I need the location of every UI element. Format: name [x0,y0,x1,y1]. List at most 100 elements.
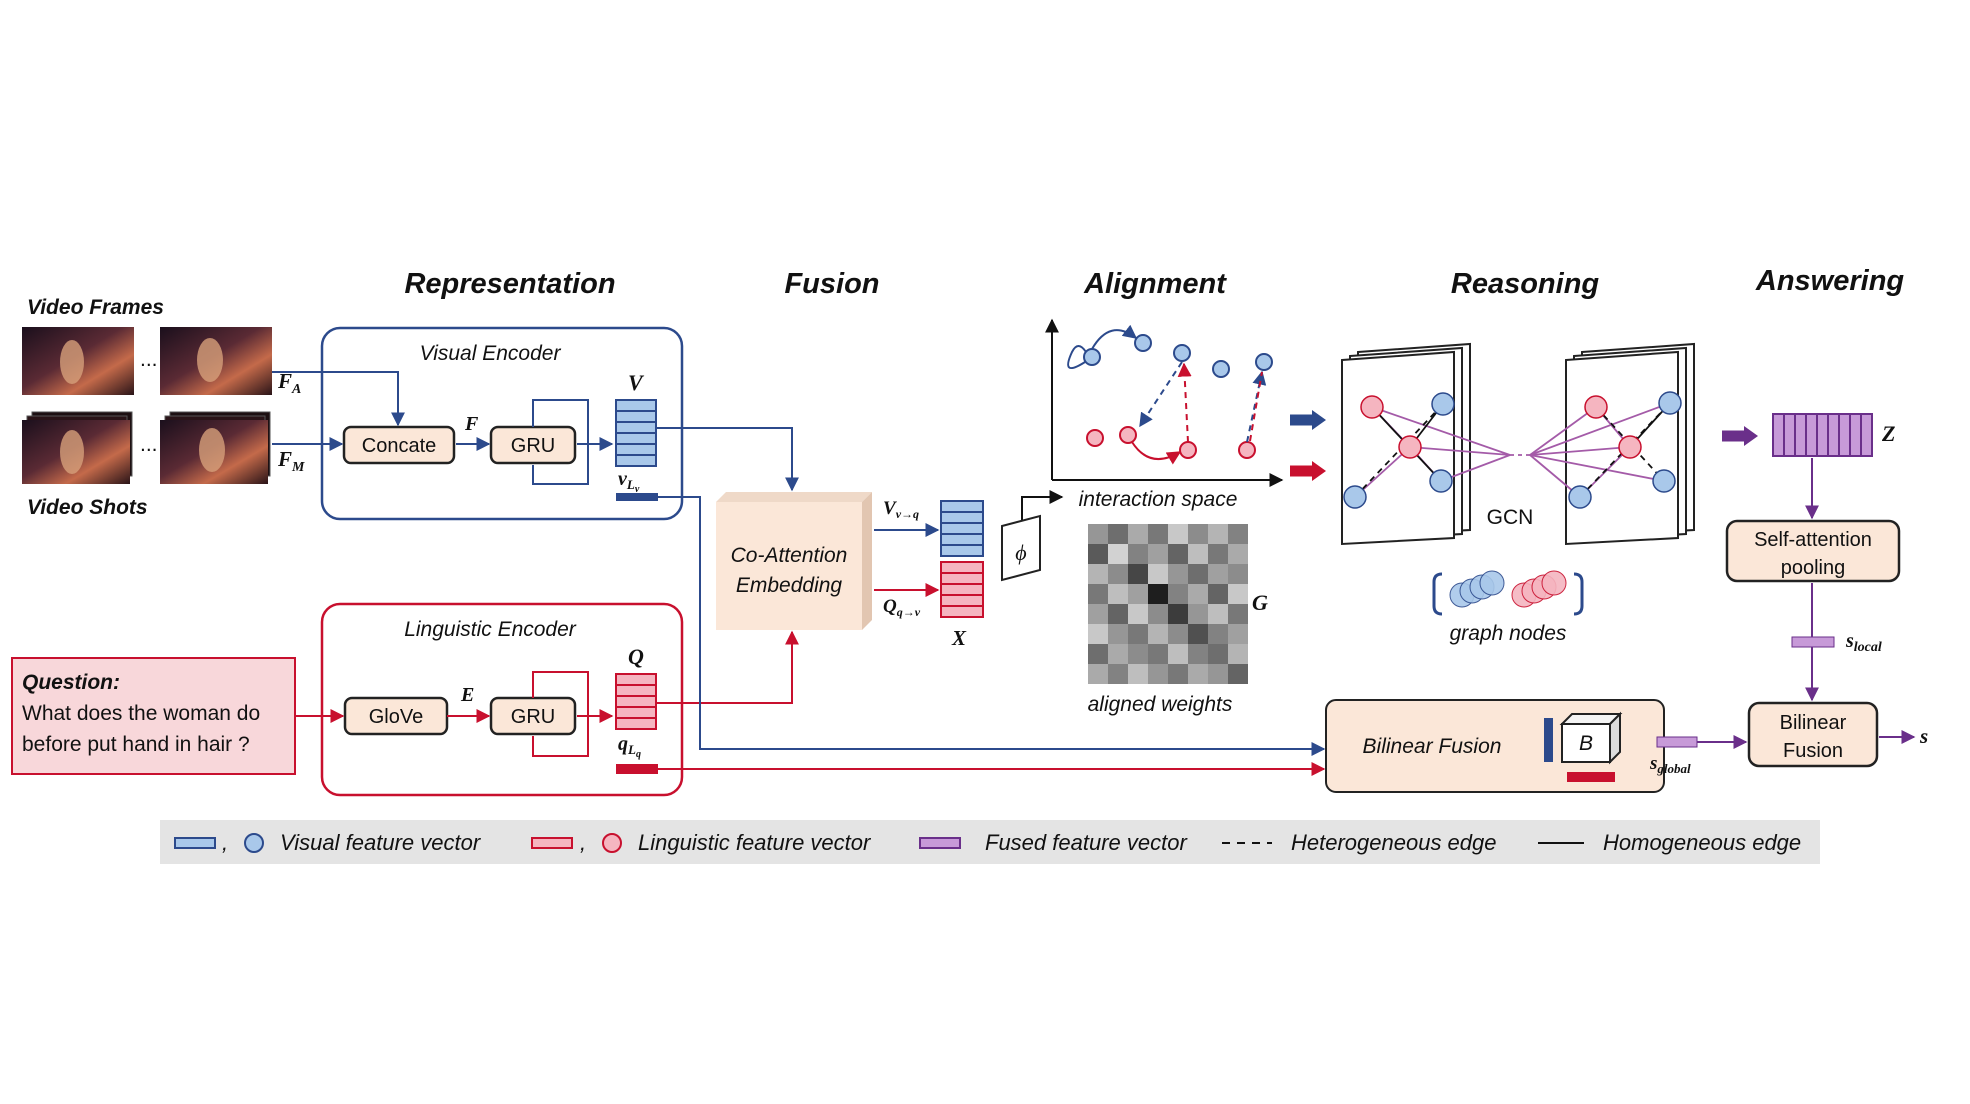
heatmap-cell [1088,584,1108,604]
heatmap-cell [1148,664,1168,684]
v-to-q-label: Vv→q [883,498,919,521]
heatmap-cell [1088,624,1108,644]
heatmap-cell [1228,584,1248,604]
legend-heterogeneous: Heterogeneous edge [1222,830,1497,855]
stage-alignment: Alignment [1083,268,1227,300]
heatmap-cell [1148,524,1168,544]
gcn-label: GCN [1487,506,1534,529]
heatmap-cell [1228,624,1248,644]
heatmap-cell [1148,624,1168,644]
x-label: X [951,626,967,650]
q-label: Q [628,644,644,669]
legend-fused: Fused feature vector [919,830,1188,855]
f-label: F [464,413,479,435]
s-global-vector [1656,736,1698,748]
heatmap-cell [1108,664,1128,684]
q-coattention-arrow [657,630,799,704]
heatmap-cell [1128,624,1148,644]
question-line-1: What does the woman do [22,702,260,725]
legend-fused-label: Fused feature vector [985,830,1188,855]
heatmap-cell [1108,624,1128,644]
legend-visual: , Visual feature vector [174,830,482,855]
s-global-label: sglobal [1649,753,1691,776]
phi-block: ϕ [1001,514,1041,582]
heatmap-cell [1208,524,1228,544]
heatmap-cell [1188,604,1208,624]
e-label: E [460,684,474,706]
glove-block: GloVe [343,696,449,736]
heatmap-cell [1088,544,1108,564]
heatmap-cell [1108,584,1128,604]
phi-alignment-arrow [1021,490,1064,520]
stage-reasoning: Reasoning [1451,268,1600,300]
legend-linguistic-vector-swatch [531,837,573,849]
visual-gru-label: GRU [511,435,555,457]
legend-fused-vector-swatch [919,837,961,849]
visual-gru-loop [532,399,589,485]
legend-linguistic-comma: , [580,830,586,855]
v-label: V [628,370,645,395]
heatmap-cell [1168,564,1188,584]
video-shots-label: Video Shots [27,496,148,519]
legend-homogeneous: Homogeneous edge [1538,830,1801,855]
heatmap-cell [1148,564,1168,584]
red-flow-arrow-head [1312,461,1326,481]
heatmap-cell [1188,664,1208,684]
vl-label: vLv [618,468,640,495]
s-local-vector [1791,636,1835,648]
heatmap-cell [1208,584,1228,604]
video-frames-label: Video Frames [27,296,164,319]
ql-vector [616,764,658,774]
bilinear-tensor-cube: B [1559,711,1623,765]
heatmap-cell [1168,644,1188,664]
question-line-2: before put hand in hair ? [22,733,250,756]
heatmap-cell [1128,564,1148,584]
heatmap-cell [1088,524,1108,544]
q-to-v-label: Qq→v [883,596,921,619]
visual-encoder-box [320,326,684,521]
question-box [11,657,296,775]
heatmap-cell [1188,584,1208,604]
v-feature-stack [615,399,657,467]
bilinear-final-line-2: Fusion [1783,740,1843,762]
video-frame-thumbnails [22,327,272,395]
linguistic-gru-label: GRU [511,706,555,728]
legend-homogeneous-label: Homogeneous edge [1603,830,1801,855]
heatmap-cell [1108,544,1128,564]
heatmap-cell [1108,604,1128,624]
legend-visual-comma: , [222,830,228,855]
heatmap-cell [1208,564,1228,584]
z-label: Z [1881,421,1895,446]
aligned-weights-heatmap [1088,524,1248,684]
heatmap-cell [1128,644,1148,664]
x-feature-stack [940,500,984,618]
ql-label: qLq [618,733,641,760]
heatmap-cell [1128,604,1148,624]
visual-gru-block: GRU [489,425,577,465]
bilinear-fusion-global-title: Bilinear Fusion [1363,735,1502,758]
heatmap-cell [1128,664,1148,684]
stage-fusion: Fusion [784,268,879,300]
blue-flow-arrow-head [1312,410,1326,430]
co-attention-line-1: Co-Attention [731,544,848,567]
heatmap-cell [1108,524,1128,544]
self-attention-line-2: pooling [1781,557,1846,579]
bilinear-final-line-1: Bilinear [1780,712,1847,734]
concate-block: Concate [342,425,456,465]
heatmap-cell [1188,624,1208,644]
legend-heterogeneous-label: Heterogeneous edge [1291,830,1497,855]
gcn-graph [1343,391,1682,509]
co-attention-block: Co-Attention Embedding [716,492,872,630]
heatmap-cell [1208,544,1228,564]
legend-visual-label: Visual feature vector [280,830,482,855]
heatmap-cell [1088,564,1108,584]
stage-representation: Representation [404,268,615,300]
aligned-weights-label: aligned weights [1088,693,1233,716]
heatmap-cell [1168,624,1188,644]
bilinear-fusion-final-block: Bilinear Fusion [1747,701,1879,768]
self-attention-line-1: Self-attention [1754,529,1872,551]
heatmap-cell [1148,604,1168,624]
glove-label: GloVe [369,706,423,728]
vl-bilinear-arrow [658,496,1326,756]
